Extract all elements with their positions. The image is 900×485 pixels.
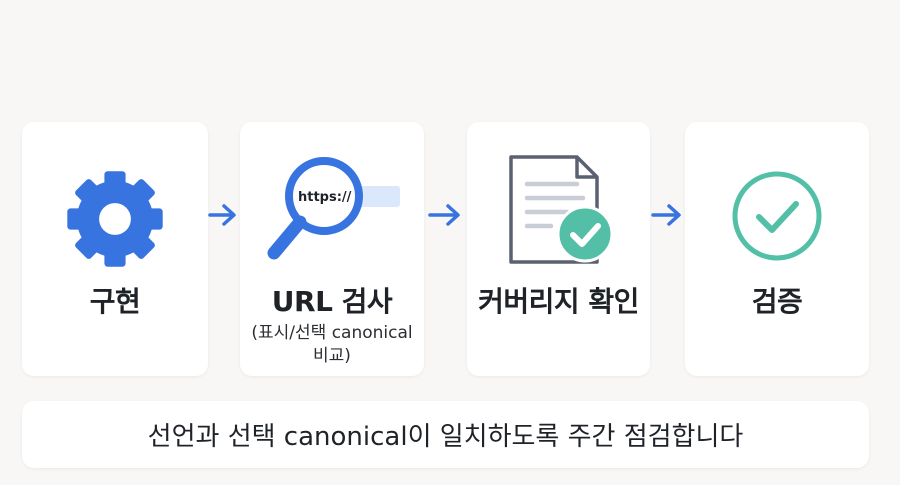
step-card-implement: 구현: [22, 122, 208, 376]
check-circle-icon: [732, 171, 822, 261]
step-title-coverage: 커버리지 확인: [478, 285, 639, 318]
arrow-right-icon: [208, 204, 236, 226]
arrow-right-icon: [428, 204, 460, 226]
gear-icon: [67, 171, 163, 267]
step-card-url-inspection: https:// URL 검사 (표시/선택 canonical 비교): [240, 122, 424, 376]
summary-text: 선언과 선택 canonical이 일치하도록 주간 점검합니다: [147, 422, 744, 452]
summary-banner: 선언과 선택 canonical이 일치하도록 주간 점검합니다: [22, 401, 869, 468]
document-check-icon: [508, 155, 613, 264]
step-title-url-inspection: URL 검사: [271, 285, 393, 318]
step-title-verify: 검증: [751, 285, 803, 318]
step-card-coverage: 커버리지 확인: [467, 122, 650, 376]
magnifier-icon: https://: [267, 157, 400, 260]
arrow-right-icon: [651, 204, 681, 226]
step-subtitle-url-inspection: (표시/선택 canonical 비교): [251, 323, 413, 366]
url-text: https://: [298, 190, 352, 205]
step-card-verify: 검증: [685, 122, 869, 376]
step-title-implement: 구현: [89, 285, 141, 318]
